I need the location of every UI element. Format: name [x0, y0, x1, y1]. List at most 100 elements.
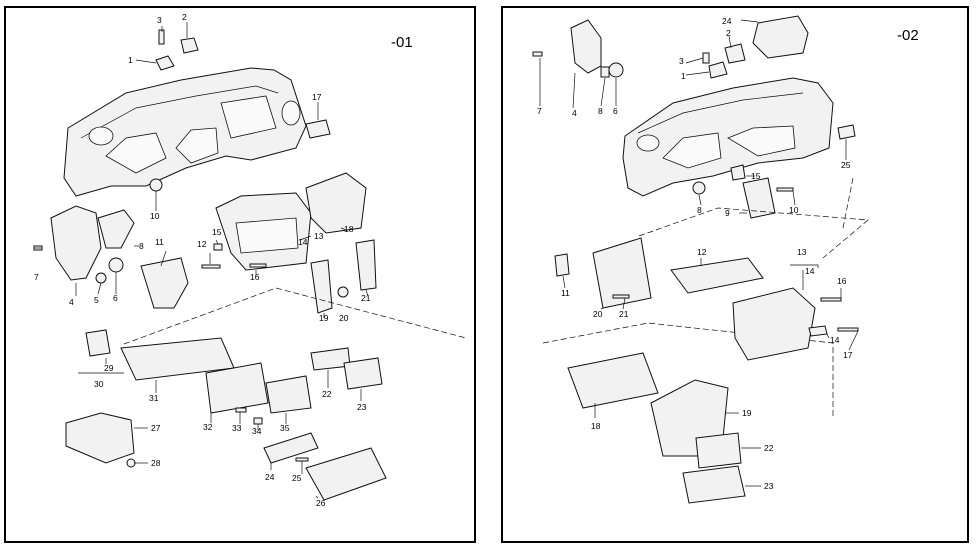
- label-7: 7: [537, 106, 542, 116]
- label-5: 5: [94, 295, 99, 305]
- part-17-switch: [305, 119, 331, 139]
- part-20-frame: [592, 237, 652, 309]
- label-15: 15: [751, 171, 761, 181]
- part-2-clip: [180, 37, 199, 54]
- part-10-grommet: [149, 178, 163, 192]
- part-3-screw: [702, 52, 710, 64]
- label-12: 12: [197, 239, 207, 249]
- part-24-cover: [752, 15, 809, 59]
- part-29-bracket: [85, 329, 111, 357]
- label-17: 17: [843, 350, 853, 360]
- part-6-grommet: [608, 62, 624, 78]
- label-20: 20: [339, 313, 349, 323]
- part-2-clip: [724, 43, 746, 64]
- part-12-screw: [201, 264, 221, 269]
- label-26: 26: [316, 498, 326, 508]
- label-33: 33: [232, 423, 242, 433]
- label-35: 35: [280, 423, 290, 433]
- label-17: 17: [312, 92, 322, 102]
- part-14-clip: [808, 325, 828, 337]
- label-32: 32: [203, 422, 213, 432]
- label-21: 21: [361, 293, 371, 303]
- part-25-switch: [837, 124, 856, 140]
- label-3: 3: [679, 56, 684, 66]
- part-34: [253, 417, 263, 425]
- label-20: 20: [593, 309, 603, 319]
- part-13-cage: [732, 287, 816, 361]
- part-5: [95, 272, 107, 284]
- label-11: 11: [561, 288, 570, 298]
- part-28-nut: [126, 458, 136, 468]
- dashboard-shell: [622, 77, 834, 197]
- part-11-bracket: [554, 253, 570, 277]
- label-6: 6: [113, 293, 118, 303]
- label-23: 23: [357, 402, 367, 412]
- label-4: 4: [572, 108, 577, 118]
- part-number-labels: 1 2 3 4 6 7 8 8 9 10 11 12 13 14 14 15 1…: [537, 16, 853, 491]
- part-1-clip: [708, 61, 728, 79]
- part-3-screw: [158, 29, 165, 45]
- part-1-clip: [155, 55, 175, 71]
- label-14a: 14: [805, 266, 815, 276]
- label-2: 2: [182, 12, 187, 22]
- label-1: 1: [681, 71, 686, 81]
- part-23-frame: [343, 357, 383, 390]
- label-27: 27: [151, 423, 161, 433]
- left-diagram-panel: -01: [4, 6, 476, 543]
- label-18: 18: [591, 421, 601, 431]
- label-34: 34: [252, 426, 262, 436]
- part-8-grommet: [692, 181, 706, 195]
- part-26-tray: [305, 447, 387, 501]
- label-13: 13: [314, 231, 324, 241]
- part-10-screw: [776, 187, 794, 192]
- label-23: 23: [764, 481, 774, 491]
- part-number-labels: 1 2 3 4 5 6 7 8 10 11 12 13 14 15 16 17 …: [34, 12, 371, 508]
- label-24: 24: [265, 472, 275, 482]
- part-32-console: [205, 362, 269, 414]
- label-10: 10: [789, 205, 799, 215]
- part-20: [337, 286, 349, 298]
- label-8a: 8: [598, 106, 603, 116]
- part-23-tray: [682, 465, 746, 504]
- part-22-frame: [695, 432, 742, 469]
- right-diagram-panel: -02: [501, 6, 969, 543]
- part-19-trim: [310, 259, 333, 314]
- label-11: 11: [155, 237, 164, 247]
- label-14b: 14: [830, 335, 840, 345]
- label-9: 9: [725, 208, 730, 218]
- label-12: 12: [697, 247, 707, 257]
- label-10: 10: [150, 211, 160, 221]
- label-7: 7: [34, 272, 39, 282]
- label-19: 19: [742, 408, 752, 418]
- part-15: [213, 243, 223, 251]
- label-3: 3: [157, 15, 162, 25]
- variant-tag: -02: [897, 27, 919, 44]
- label-8: 8: [139, 241, 144, 251]
- part-16-screw: [249, 263, 267, 268]
- label-18: 18: [344, 224, 354, 234]
- part-9-bracket: [742, 177, 776, 219]
- part-24-bracket: [263, 432, 319, 464]
- part-27-bracket: [65, 412, 135, 464]
- label-13: 13: [797, 247, 807, 257]
- label-2: 2: [726, 28, 731, 38]
- part-35-panel: [265, 375, 312, 414]
- part-4-side-vent: [570, 19, 602, 74]
- label-1: 1: [128, 55, 133, 65]
- label-21: 21: [619, 309, 629, 319]
- variant-tag: -01: [391, 34, 413, 51]
- part-6-insert: [600, 66, 610, 78]
- label-15: 15: [212, 227, 222, 237]
- label-4: 4: [69, 297, 74, 307]
- label-22: 22: [764, 443, 774, 453]
- part-25-screw: [295, 457, 309, 462]
- part-18-head-unit: [567, 352, 659, 409]
- label-6: 6: [613, 106, 618, 116]
- label-25: 25: [841, 160, 851, 170]
- part-6: [108, 257, 124, 273]
- part-15-clip: [730, 164, 746, 181]
- label-19: 19: [319, 313, 329, 323]
- part-33: [235, 407, 247, 413]
- label-28: 28: [151, 458, 161, 468]
- label-29: 29: [104, 363, 114, 373]
